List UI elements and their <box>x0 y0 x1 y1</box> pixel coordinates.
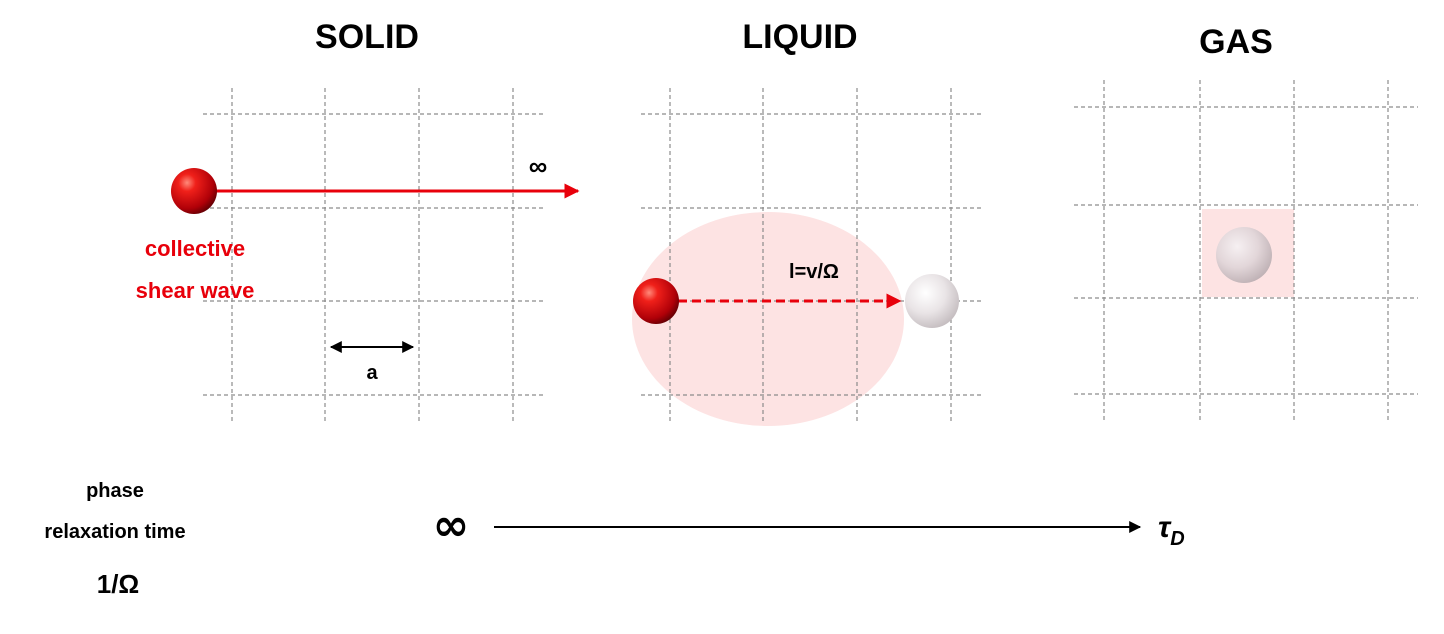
relaxation-time-scale: phase relaxation time 1/Ω ∞ τD <box>44 480 1184 599</box>
solid-red-particle <box>171 168 217 214</box>
solid-infinity-label: ∞ <box>529 151 548 181</box>
liquid-gray-particle <box>905 274 959 328</box>
gas-title: GAS <box>1199 23 1273 61</box>
scale-start-infinity: ∞ <box>433 500 470 551</box>
inverse-omega-label: 1/Ω <box>97 569 140 599</box>
gas-lattice-grid <box>1074 80 1418 422</box>
solid-panel: SOLID ∞ collective shear wave a <box>136 18 580 422</box>
lattice-spacing-label: a <box>366 362 378 384</box>
tau-subscript: D <box>1170 528 1184 550</box>
liquid-length-label: l=v/Ω <box>789 261 839 283</box>
gas-panel: GAS <box>1074 23 1418 422</box>
tau-symbol: τ <box>1158 511 1172 544</box>
phase-label: phase <box>86 480 144 502</box>
solid-title: SOLID <box>315 18 419 56</box>
shear-wave-label: shear wave <box>136 278 255 303</box>
liquid-title: LIQUID <box>742 18 857 56</box>
gas-particle <box>1216 227 1272 283</box>
relaxation-time-label: relaxation time <box>44 521 185 543</box>
collective-label: collective <box>145 236 245 261</box>
solid-lattice-grid <box>203 88 543 422</box>
liquid-red-particle <box>633 278 679 324</box>
liquid-panel: LIQUID l=v/Ω <box>632 18 981 426</box>
scale-end-tau: τD <box>1158 511 1185 550</box>
liquid-correlation-halo <box>632 212 904 426</box>
